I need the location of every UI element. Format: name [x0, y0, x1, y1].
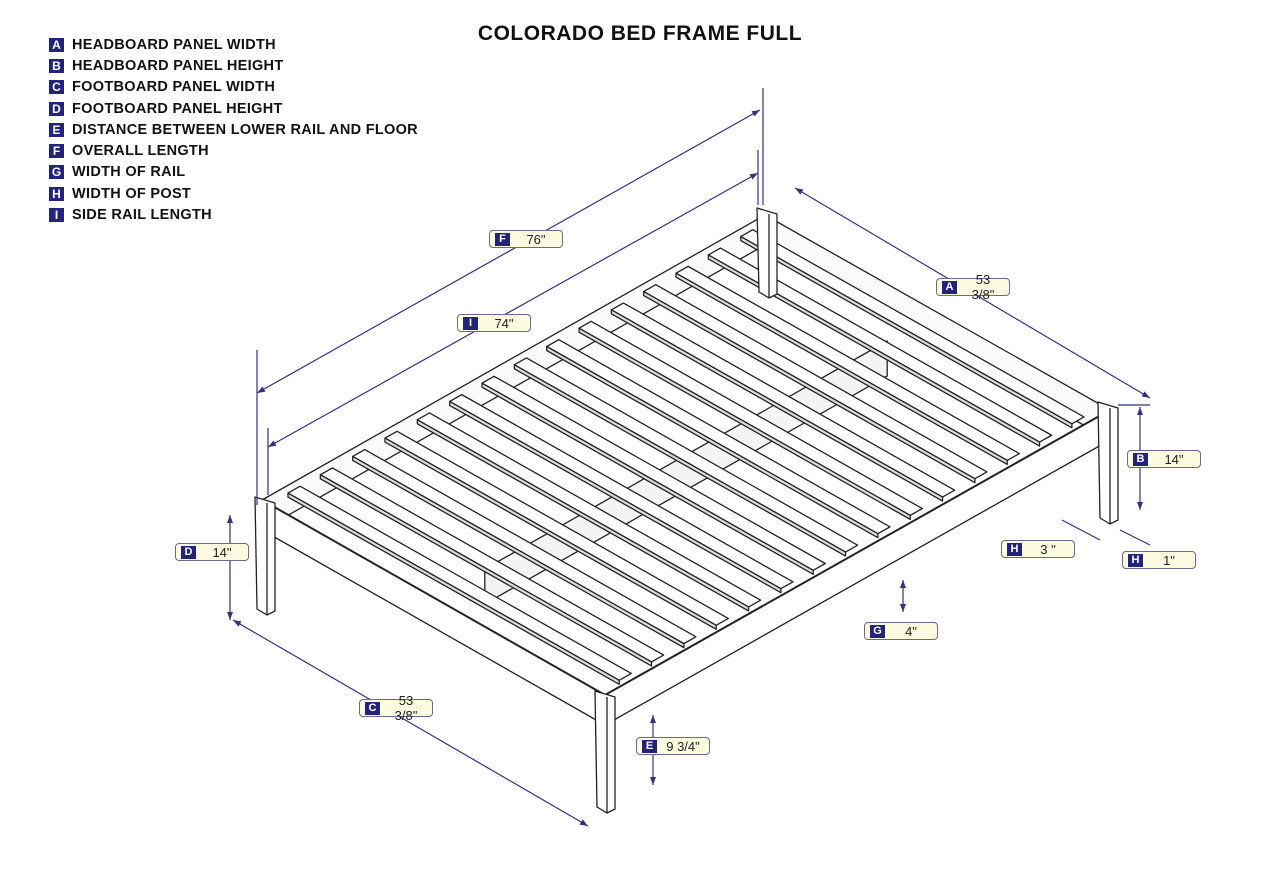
dimension-line-i	[267, 172, 759, 448]
dimension-line-e-arrow	[650, 777, 656, 785]
slat-edge	[449, 400, 782, 594]
dimension-line-a-arrow	[795, 188, 804, 195]
dimension-line-c-arrow	[579, 819, 588, 826]
diagram-title: COLORADO BED FRAME FULL	[477, 22, 803, 45]
foot-right-post	[594, 690, 616, 814]
dimension-line-f-arrow	[751, 110, 760, 117]
slat-edge	[384, 437, 717, 630]
slat-edge	[578, 327, 911, 521]
head-left-post	[756, 207, 778, 299]
dimension-line-a-arrow	[1141, 391, 1150, 398]
dimension-line-c	[232, 619, 589, 827]
dimension-line-c-arrow	[233, 620, 242, 627]
head-right-post	[1097, 401, 1119, 525]
slat-edge	[740, 235, 1073, 429]
slat-edge	[481, 382, 814, 575]
slat-edge	[513, 364, 847, 557]
slat-edge	[352, 455, 685, 649]
slat-edge	[287, 492, 620, 685]
dimension-line-h	[1061, 519, 1101, 541]
dimension-line-i-arrow	[749, 173, 758, 180]
dimension-line-i-arrow	[268, 440, 277, 447]
dimension-line-d-arrow	[227, 612, 233, 620]
slat-edge	[546, 345, 879, 539]
dimension-line-g-arrow	[900, 580, 906, 588]
slat-edge	[319, 474, 653, 667]
dimension-line-b-arrow	[1137, 502, 1143, 510]
dimension-line-f	[256, 109, 761, 394]
slat-edge	[675, 272, 1008, 466]
dimension-line-f-arrow	[257, 386, 266, 393]
slat-edge	[416, 419, 750, 612]
dimension-line-e-arrow	[650, 715, 656, 723]
slat-edge	[610, 309, 944, 502]
slat-edge	[707, 254, 1041, 447]
dimension-line-b-arrow	[1137, 407, 1143, 415]
slat-edge	[643, 290, 976, 484]
dimension-line-g-arrow	[900, 604, 906, 612]
dimension-line-d-arrow	[227, 515, 233, 523]
foot-left-post	[254, 496, 276, 616]
dimension-line-h	[1119, 529, 1151, 546]
